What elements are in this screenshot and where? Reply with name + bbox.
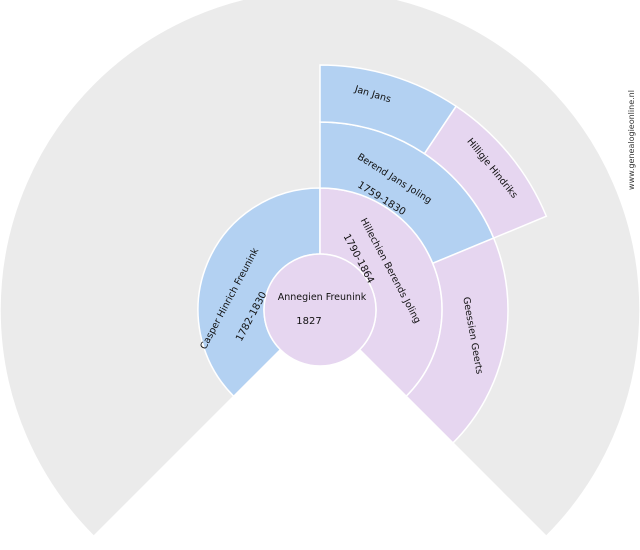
center-person-dates: 1827: [296, 316, 321, 327]
segment-mmf-mother[interactable]: [423, 105, 548, 240]
segment-mothers-mother[interactable]: [405, 237, 509, 445]
center-person-circle[interactable]: [263, 253, 377, 367]
center-person-name: Annegien Freunink: [278, 292, 367, 303]
site-credit: www.genealogieonline.nl: [627, 90, 636, 190]
